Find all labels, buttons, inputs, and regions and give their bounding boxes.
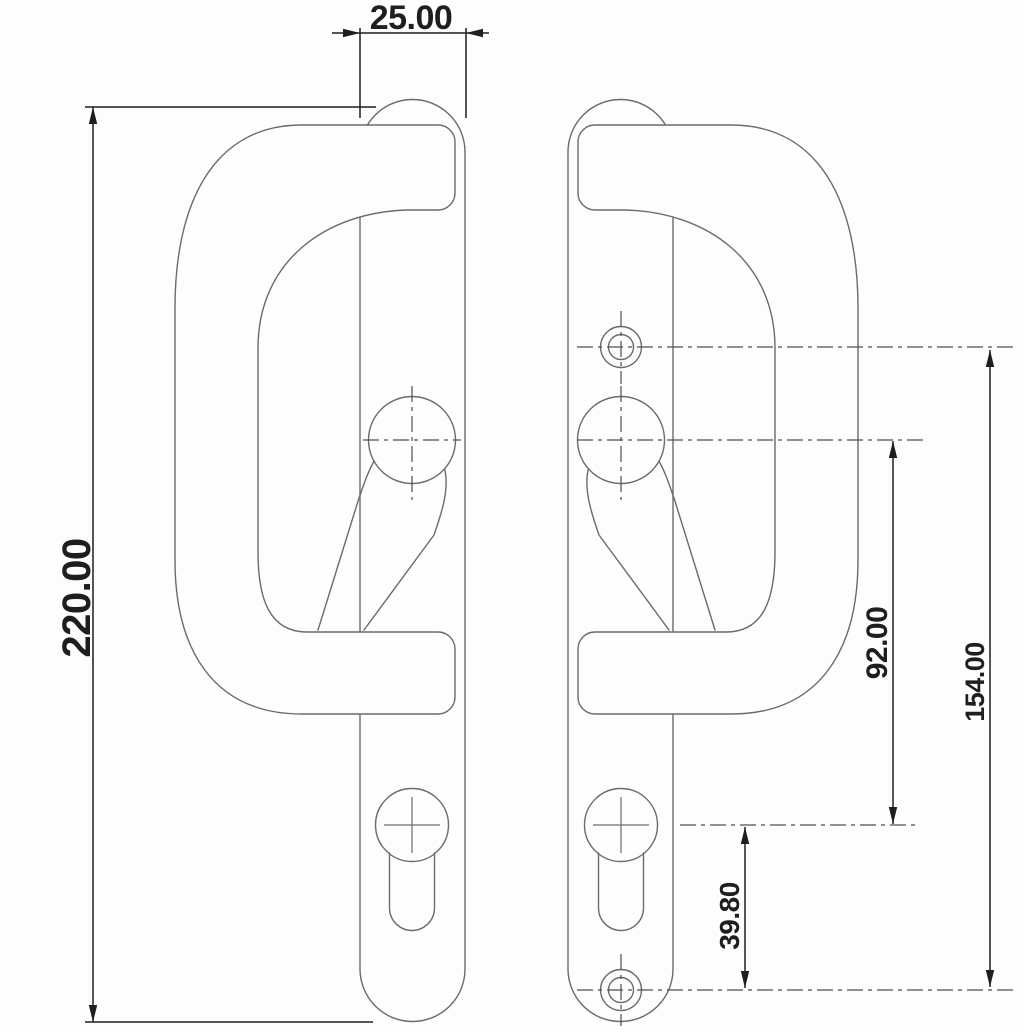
dim-25-extension-lines: [359, 28, 467, 118]
dim-92-label: 92.00: [861, 607, 894, 680]
arrow-down-icon: [740, 971, 750, 988]
centerlines: [363, 311, 1017, 1026]
right-lever-outer-edge: [658, 460, 716, 631]
arrow-down-icon: [985, 970, 995, 987]
left-handle-plate: [359, 98, 466, 1023]
arrow-up-icon: [888, 441, 898, 458]
dim-154-label: 154.00: [960, 642, 990, 722]
dim-cylinder-to-screw: 39.80: [714, 827, 750, 988]
right-keyhole-stem: [597, 852, 645, 932]
arrow-up-icon: [740, 827, 750, 844]
dim-overall-height: 220.00: [55, 106, 376, 1023]
dim-screw-centres: 154.00: [960, 350, 995, 987]
dim-220-extension-lines: [85, 106, 376, 1023]
left-spindle-hub: [317, 395, 457, 631]
left-lever-inner-edge: [363, 469, 447, 631]
left-keyhole-stem: [388, 852, 436, 932]
left-handle: [174, 98, 466, 1023]
left-keyhole-cross-icon: [384, 797, 440, 853]
arrow-up-icon: [88, 107, 98, 124]
dim-25-label: 25.00: [370, 0, 453, 37]
right-keyhole: [583, 787, 659, 932]
right-handle: [567, 98, 859, 1023]
left-lever-outer-edge: [317, 460, 375, 631]
arrow-left-icon: [466, 28, 483, 38]
dim-plate-width: 25.00: [332, 0, 489, 118]
arrow-down-icon: [888, 807, 898, 824]
arrow-down-icon: [88, 1005, 98, 1022]
arrow-right-icon: [343, 28, 360, 38]
left-plate-bottom-cap: [359, 968, 466, 1023]
dim-39-label: 39.80: [714, 882, 745, 950]
right-handle-grip: [577, 124, 859, 715]
dim-220-label: 220.00: [55, 538, 99, 657]
dim-spindle-to-cylinder: 92.00: [861, 441, 898, 824]
left-keyhole: [374, 787, 450, 932]
right-handle-plate: [567, 98, 674, 1023]
right-lever-inner-edge: [586, 469, 670, 631]
arrow-up-icon: [985, 350, 995, 367]
right-keyhole-cross-icon: [593, 797, 649, 853]
left-handle-grip: [174, 124, 456, 715]
right-spindle-hub: [576, 395, 716, 631]
